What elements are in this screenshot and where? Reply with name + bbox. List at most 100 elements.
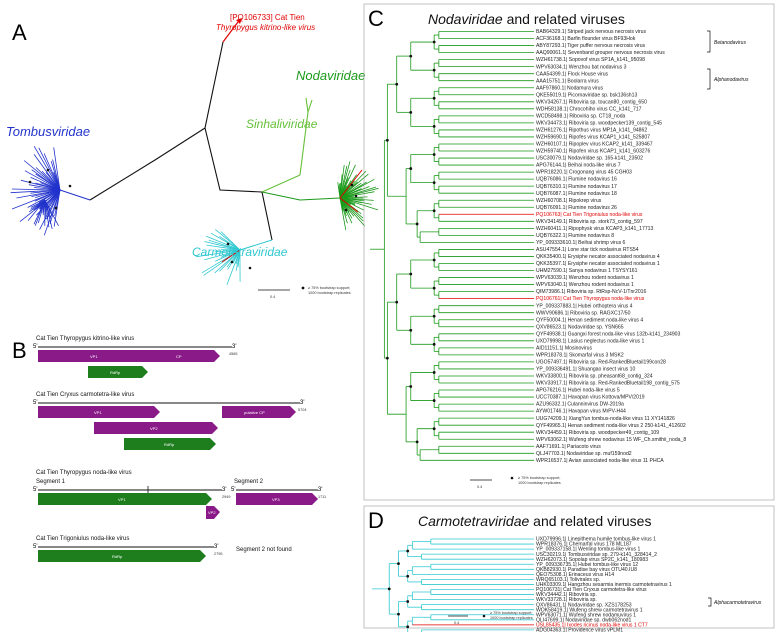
- c-bootstrap-dot: [409, 167, 413, 170]
- noda-branch: [339, 197, 379, 211]
- carmo-branch: [195, 249, 241, 258]
- g3-vp1-orf: [38, 493, 212, 505]
- c-leaf-label: WZH60411.1| Ripophysk virus KCAP3_k141_1…: [536, 226, 653, 232]
- noda-branch: [339, 165, 345, 199]
- tombus-stem: [59, 189, 91, 201]
- carmo-branch: [214, 249, 241, 274]
- c-leaf-label: PQ106761| Cat Tien Thyropygus noda-like …: [536, 296, 645, 302]
- carmotetraviridae-tree: [372, 538, 534, 632]
- c-leaf-label: WZH59740.1| Ripofen virus KCAP1_k141_603…: [536, 149, 650, 155]
- d-leaf-label: UXD79996.1| Linepithema humile tombus-li…: [536, 537, 656, 543]
- c-leaf-label: UQB76091.1| Flumine nodavirus 26: [536, 205, 617, 211]
- legend-a-2: 1000 bootstrap replicates: [308, 291, 351, 295]
- c-leaf-label: WPR18378.1| Skomarfal virus 3 MSK2: [536, 353, 624, 359]
- c-leaf-label: UHM27590.1| Sanya nodavirus 1 TSYSY161: [536, 268, 638, 274]
- c-bootstrap-dot: [432, 181, 436, 185]
- c-leaf-label: AYW01746.1| Havapan virus MrPV-H44: [536, 409, 626, 415]
- g3-vp1-label: VP1: [118, 497, 126, 502]
- panel-c-frame: [363, 3, 775, 501]
- c-leaf-label: WKV33917.1| Riboviria sp. Red-RankedBlue…: [536, 381, 680, 387]
- bootstrap-dot-a: [354, 194, 358, 198]
- c-leaf-label: WPV63040.1| Wenzhou rodent nodavirus 1: [536, 282, 634, 288]
- c-bootstrap-dot: [432, 258, 436, 262]
- c-leaf-label: YP_009337883.1| Hubei orthoptera virus 4: [536, 303, 633, 309]
- carmo-branch: [205, 235, 241, 251]
- c-bootstrap-dot: [432, 96, 436, 100]
- g3-vp3-label: VP3: [272, 497, 280, 502]
- c-bootstrap-dot: [409, 110, 413, 114]
- legend-d-1: ≥ 75% bootstrap support;: [490, 611, 532, 615]
- panel-a: A [PQ106733] Cat Tien Thyropygus kitrino…: [6, 13, 379, 299]
- g1-vp1-orf: [38, 350, 156, 362]
- c-leaf-label: WZH59690.1| Ripofes virus KCAP1_k141_525…: [536, 135, 650, 141]
- d-leaf-label: WRQ65103.1| Tolivirales sp.: [536, 577, 600, 583]
- alphanodavirus-bracket: [707, 68, 711, 90]
- genome-4: Cat Tien Trigoniulus noda-like virus 5' …: [33, 536, 292, 562]
- c-leaf-label: AID11151.1| Mosinovirus: [536, 346, 593, 352]
- d-leaf-label: QEO75308.1| Erinaceus virus H14: [536, 572, 614, 578]
- g3-vp2-label: VP2: [208, 510, 216, 515]
- c-bootstrap-dot: [432, 68, 436, 72]
- genome-2: Cat Tien Cryxus carmotetra-like virus 5'…: [33, 392, 306, 450]
- backbone-branch-carmo: [261, 191, 273, 241]
- genome-3-five-prime-2: 5': [231, 487, 235, 493]
- panel-c-label: C: [368, 6, 384, 31]
- tombus-branch: [52, 159, 61, 191]
- c-leaf-label: CAA54399.1| Flock House virus: [536, 71, 609, 77]
- bootstrap-dot-a: [344, 208, 348, 212]
- scale-label-c: 0.4: [477, 485, 482, 489]
- d-bootstrap-dot: [397, 562, 400, 566]
- carmotetraviridae-leaf-labels: UXD79996.1| Linepithema humile tombus-li…: [536, 537, 672, 632]
- d-bootstrap-dot: [406, 549, 410, 553]
- bootstrap-dot-a: [68, 184, 72, 188]
- d-leaf-label: QKB82930.1| Paradise bay virus OTU40.IU8: [536, 567, 637, 573]
- c-leaf-label: AAF71691.1| Pariacoto virus: [536, 444, 601, 450]
- carmo-branch: [206, 244, 241, 251]
- c-bootstrap-dot: [432, 342, 436, 346]
- genome-4-title: Cat Tien Trigoniulus noda-like virus: [36, 536, 129, 542]
- legend-d-2: 1000 bootstrap replicates: [490, 616, 533, 620]
- c-leaf-label: USC30079.1| Nodaviridae sp. 165-k141_235…: [536, 156, 643, 162]
- c-leaf-label: UQB76087.1| Flumine nodavirus 18: [536, 191, 617, 197]
- d-leaf-label: WPR18376.1| Chemarfal virus 178 ML187: [536, 542, 632, 548]
- d-leaf-label: YP_009337158.1| Wenling tombus-like viru…: [536, 547, 640, 553]
- c-bootstrap-dot: [409, 328, 413, 332]
- c-leaf-label: UQB76310.1| Flumine nodavirus 17: [536, 184, 617, 190]
- noda-red-branch-1: [339, 169, 363, 199]
- panel-b: B Cat Tien Thyropygus kitrino-like virus…: [12, 336, 326, 562]
- c-leaf-label: ASU47554.1| Lone star tick nodavirus RTS…: [536, 247, 639, 253]
- c-leaf-label: QKK35400.1| Erysiphe necator associated …: [536, 254, 660, 260]
- tombus-branch: [30, 177, 61, 191]
- panel-d-frame: [363, 505, 775, 629]
- bootstrap-dot-a: [226, 242, 230, 246]
- genome-3-segment-1: Segment 1: [36, 479, 66, 485]
- c-leaf-label: WKV34473.1| Riboviria sp. woodpecker139_…: [536, 121, 662, 127]
- g1-cp-orf: [150, 350, 220, 362]
- genome-3-length-2: 1711: [318, 495, 326, 499]
- genome-3-title: Cat Tien Thyropygus noda-like virus: [36, 470, 132, 476]
- tombus-branch: [44, 199, 53, 229]
- carmotetraviridae-radiation: [195, 229, 273, 286]
- c-leaf-label: AAQ90061.1| Sevenband grouper nervous ne…: [536, 50, 665, 56]
- alphacarmotetravirus-bracket: [708, 597, 712, 607]
- g3-vp3-orf: [236, 493, 318, 505]
- genome-1-title: Cat Tien Thyropygus kitrino-like virus: [36, 336, 134, 342]
- genome-1: Cat Tien Thyropygus kitrino-like virus 5…: [33, 336, 237, 378]
- c-leaf-label: AAF97860.1| Nodamura virus: [536, 85, 603, 91]
- c-leaf-label: WKV33800.1| Riboviria sp. pheasant68_con…: [536, 374, 653, 380]
- c-leaf-label: APG76216.1| Hubei noda-like virus 5: [536, 388, 620, 394]
- c-bootstrap-dot: [432, 399, 436, 402]
- c-bootstrap-dot: [432, 371, 436, 374]
- c-leaf-label: WZH60708.1| Ripokrep virus: [536, 198, 602, 204]
- tombus-branch: [39, 189, 61, 230]
- panel-c-title: Nodaviridae and related viruses: [428, 11, 625, 27]
- tombus-branch: [24, 170, 61, 191]
- c-bootstrap-dot: [385, 356, 389, 360]
- callout-line-1: [PQ106733] Cat Tien: [230, 13, 305, 22]
- tombus-branch: [11, 189, 61, 210]
- nodaviridae-radiation: [337, 161, 379, 231]
- genome-4-segment-2-not-found: Segment 2 not found: [236, 547, 292, 553]
- c-bootstrap-dot: [432, 40, 436, 44]
- d-leaf-label: QXV86431.1| Nodaviridae sp. XZS178253: [536, 602, 632, 608]
